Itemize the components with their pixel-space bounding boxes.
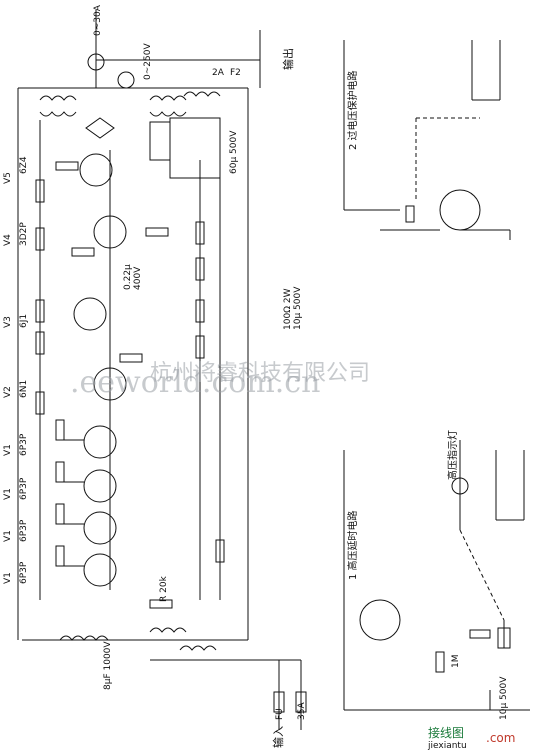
logo-cn: 接线图 [428, 725, 464, 740]
label-fu35: 35A [297, 702, 307, 720]
tube-label: V1 [3, 444, 13, 456]
tube-label: 6P3P [19, 561, 29, 584]
label-c8: 8μF 1000V [103, 641, 113, 690]
tube-label: 6P3P [19, 519, 29, 542]
tube-label: V5 [3, 172, 13, 184]
label-c400: 400V [133, 266, 143, 290]
label-r1mb: 1M [451, 655, 461, 669]
tube-label: V3 [3, 316, 13, 328]
tube-label: 6P3P [19, 433, 29, 456]
tube-label: V2 [3, 386, 13, 398]
tube-label: V1 [3, 488, 13, 500]
label-c10b: 10μ 500V [499, 676, 509, 720]
tube-label: V4 [3, 234, 13, 246]
input-label: 输入 [271, 726, 285, 748]
logo-com: .com [486, 731, 515, 745]
tube-label: 6P3P [19, 477, 29, 500]
label-r20k: R 20k [159, 575, 169, 602]
fuse-rating: 2A [212, 68, 225, 78]
watermark-2: .eeworld.com.cn [70, 365, 320, 400]
tube-label: 6J1 [19, 314, 29, 328]
logo-en: jiexiantu [427, 741, 467, 751]
ammeter-range: 0~30A [93, 4, 103, 36]
section-overvoltage: 2 过电压保护电路 [346, 70, 359, 150]
watermark: 杭州将睿科技有限公司 [150, 361, 370, 386]
fuse-name: F2 [230, 68, 241, 78]
tube-label: 3D2P [19, 222, 29, 246]
output-label: 输出 [281, 48, 295, 70]
indicator-label: 高压指示灯 [446, 430, 459, 480]
tube-label: V1 [3, 530, 13, 542]
label-c100: 100Ω 2W [283, 288, 293, 330]
label-fu: FU [275, 708, 285, 720]
tube-label: 6N1 [19, 380, 29, 398]
section-delay: 1 高压延时电路 [346, 510, 359, 580]
site-logo: 接线图 jiexiantu .com [427, 725, 515, 751]
label-c60: 60μ 500V [229, 130, 239, 174]
label-c10: 10μ 500V [293, 286, 303, 330]
tube-label: V1 [3, 572, 13, 584]
voltmeter-range: 0~250V [143, 43, 153, 80]
label-c022: 0.22μ [123, 264, 133, 290]
tube-label: 6Z4 [19, 156, 29, 174]
